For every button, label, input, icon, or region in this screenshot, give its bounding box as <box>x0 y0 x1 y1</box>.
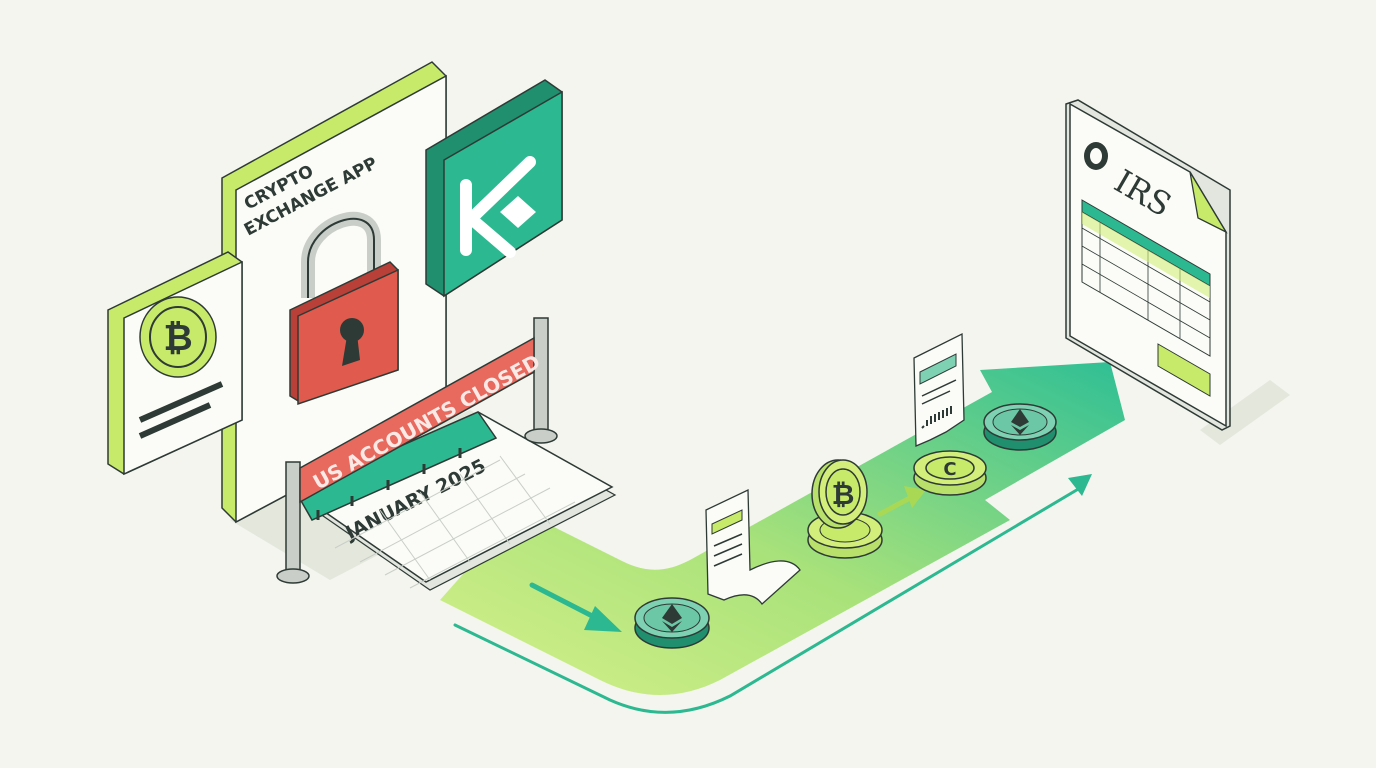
wallet-card: ₿ <box>107 251 243 476</box>
svg-text:₿: ₿ <box>163 318 192 359</box>
swap-arrow-icon <box>877 486 926 517</box>
bitcoin-coin-stack: ₿ <box>807 459 883 559</box>
bitcoin-icon: ₿ <box>139 296 217 378</box>
svg-text:₿: ₿ <box>832 478 855 511</box>
entry-arrow-icon <box>529 582 622 632</box>
irs-tax-form: IRS <box>1065 99 1231 431</box>
eagle-seal-icon <box>1084 142 1108 170</box>
receipt-icon-1 <box>705 488 801 605</box>
ethereum-coin-1 <box>634 597 710 649</box>
svg-text:C: C <box>943 459 956 480</box>
ethereum-coin-2 <box>983 403 1057 451</box>
padlock-icon <box>289 211 399 406</box>
flow-arrow <box>440 362 1125 714</box>
calendar: JANUARY 2025 <box>294 411 617 591</box>
exchange-logo-icon <box>425 79 563 298</box>
stablecoin-coin: C <box>913 450 987 496</box>
receipt-icon-2 <box>913 332 965 447</box>
